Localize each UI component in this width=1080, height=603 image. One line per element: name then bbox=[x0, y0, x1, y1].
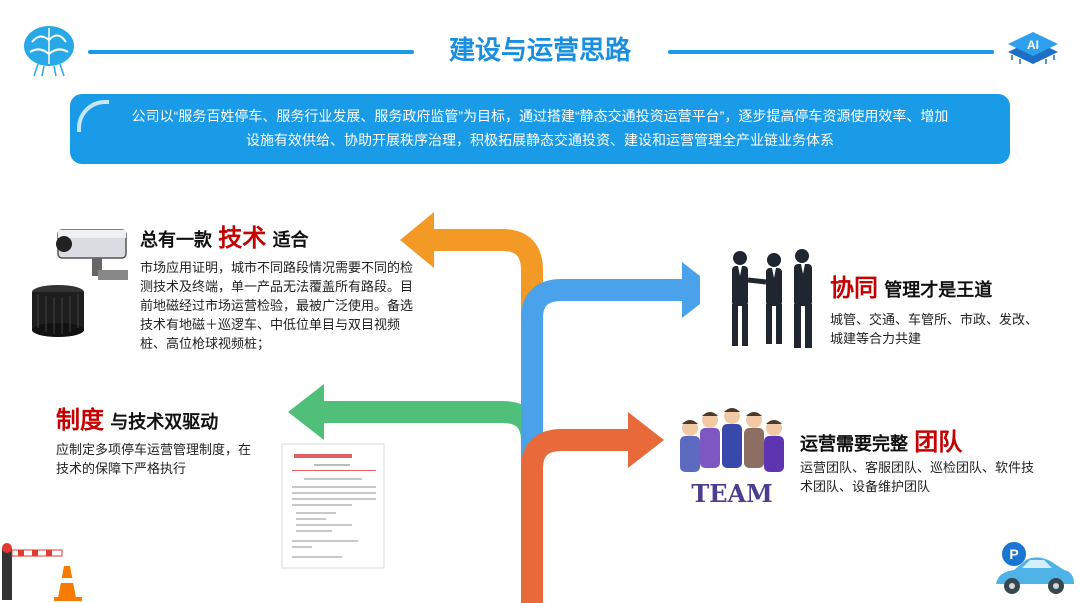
orange-arrow-shaft bbox=[432, 229, 543, 603]
team-word: TEAM bbox=[691, 479, 772, 508]
parking-car-icon: P bbox=[996, 542, 1074, 594]
system-body: 应制定多项停车运营管理制度，在技术的保障下严格执行 bbox=[56, 442, 252, 476]
camera-sensor-icon bbox=[32, 229, 128, 337]
cooperation-body: 城管、交通、车管所、市政、发改、城建等合力共建 bbox=[830, 312, 1039, 346]
team-heading: 运营需要完整 团队 bbox=[800, 422, 962, 457]
cooperation-heading-post: 管理才是王道 bbox=[884, 280, 993, 301]
tech-heading-key: 技术 bbox=[218, 224, 267, 252]
intro-banner: 公司以“服务百姓停车、服务行业发展、服务政府监管”为目标，通过搭建“静态交通投资… bbox=[70, 94, 1010, 164]
system-heading-post: 与技术双驱动 bbox=[110, 412, 219, 433]
tech-heading: 总有一款 技术 适合 bbox=[140, 218, 309, 253]
page-title: 建设与运营思路 bbox=[448, 36, 631, 66]
intro-banner-line-2: 设施有效供给、协助开展秩序治理，积极拓展静态交通投资、建设和运营管理全产业链业务… bbox=[246, 132, 834, 148]
tech-heading-post: 适合 bbox=[272, 230, 309, 251]
team-heading-pre: 运营需要完整 bbox=[800, 434, 908, 455]
title-line-right bbox=[668, 50, 994, 54]
red-arrow-shaft bbox=[521, 429, 630, 603]
team-people-icon: TEAM bbox=[680, 408, 784, 508]
green-arrow-head bbox=[288, 384, 324, 440]
system-heading-key: 制度 bbox=[56, 406, 104, 434]
blue-arrow-head bbox=[682, 262, 700, 318]
team-body: 运营团队、客服团队、巡检团队、软件技术团队、设备维护团队 bbox=[800, 460, 1035, 494]
ai-badge-text: AI bbox=[1027, 38, 1039, 52]
intro-banner-line-1: 公司以“服务百姓停车、服务行业发展、服务政府监管”为目标，通过搭建“静态交通投资… bbox=[131, 108, 949, 124]
barrier-gate-icon bbox=[2, 543, 82, 601]
ai-chip-icon: AI bbox=[1008, 32, 1058, 64]
team-heading-key: 团队 bbox=[914, 428, 963, 456]
parking-sign-text: P bbox=[1009, 546, 1018, 562]
cooperation-heading: 协同 管理才是王道 bbox=[830, 268, 992, 303]
four-way-arrows bbox=[288, 212, 700, 603]
orange-arrow-head bbox=[400, 212, 434, 268]
red-arrow-head bbox=[628, 412, 664, 468]
tech-body: 市场应用证明，城市不同路段情况需要不同的检测技术及终端，单一产品无法覆盖所有路段… bbox=[140, 260, 414, 351]
system-heading: 制度 与技术双驱动 bbox=[56, 400, 218, 435]
policy-document-icon bbox=[281, 443, 385, 569]
banner-arc-decoration bbox=[77, 100, 109, 132]
business-handshake-icon bbox=[732, 249, 812, 348]
cooperation-heading-key: 协同 bbox=[830, 274, 878, 302]
title-line-left bbox=[88, 50, 414, 54]
blue-arrow-shaft bbox=[521, 279, 684, 603]
tech-heading-pre: 总有一款 bbox=[140, 230, 212, 251]
brain-icon bbox=[24, 26, 74, 77]
